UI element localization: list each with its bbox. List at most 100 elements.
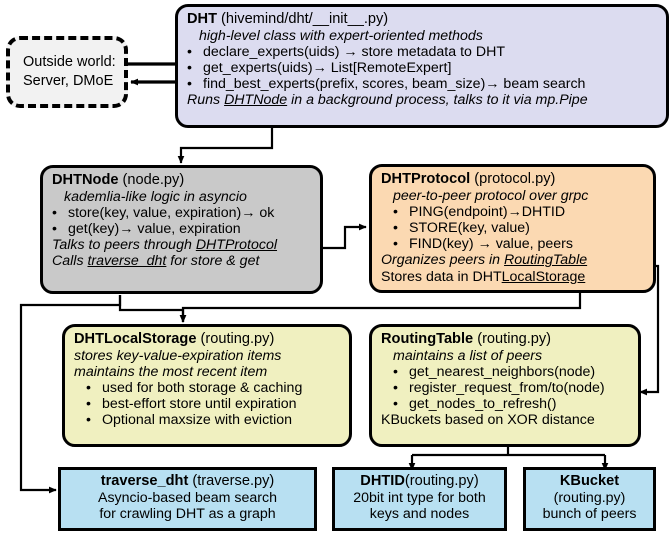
- bullet-dot-icon: •: [393, 236, 398, 253]
- dht-footer: Runs DHTNode in a background process, ta…: [187, 92, 659, 108]
- dhtprotocol-footer1-link-routingtable[interactable]: RoutingTable: [504, 252, 588, 269]
- routingtable-bullet-2-text: get_nodes_to_refresh(): [409, 396, 557, 413]
- dht-title-name: DHT: [187, 11, 217, 27]
- traverse-dht-title-file: (traverse.py): [188, 473, 275, 489]
- dhtlocalstorage-bullet-1: • best-effort store until expiration: [74, 396, 342, 412]
- dht-title-file: (hivemind/dht/__init__.py): [217, 11, 389, 27]
- dhtlocalstorage-subtitle2: maintains the most recent item: [74, 363, 268, 380]
- dhtlocalstorage-bullet-2-text: Optional maxsize with eviction: [102, 412, 293, 429]
- kbucket-line2: (routing.py): [553, 489, 626, 506]
- dhtnode-title: DHTNode (node.py): [52, 172, 313, 189]
- dhtnode-bullet-1-text: get(key)→ value, expiration: [68, 221, 241, 237]
- routingtable-title-file: (routing.py): [473, 331, 552, 347]
- node-dhtnode[interactable]: DHTNode (node.py) kademlia-like logic in…: [40, 165, 323, 294]
- routingtable-bullet-0: • get_nearest_neighbors(node): [381, 364, 631, 380]
- dhtprotocol-footer2-pre: Stores data in DHT: [381, 268, 502, 285]
- dhtlocalstorage-bullet-2: • Optional maxsize with eviction: [74, 412, 342, 428]
- dhtid-title-name: DHTID: [360, 473, 405, 489]
- routingtable-title: RoutingTable (routing.py): [381, 331, 631, 348]
- dht-footer-post: in a background process, talks to it via…: [287, 92, 588, 109]
- dhtnode-footer2-post: for store & get: [166, 253, 260, 270]
- traverse-dht-line2: Asyncio-based beam search: [97, 489, 277, 506]
- dhtnode-title-file: (node.py): [118, 172, 185, 188]
- dht-subtitle: high-level class with expert-oriented me…: [199, 27, 483, 44]
- dhtnode-footer1-link-dhtprotocol[interactable]: DHTProtocol: [195, 237, 278, 254]
- bullet-dot-icon: •: [187, 60, 192, 76]
- dhtid-line2: 20bit int type for both: [353, 489, 486, 506]
- edge-dhtnode-to-dhtlocalstorage: [118, 295, 187, 323]
- dhtnode-bullet-1: • get(key)→ value, expiration: [52, 221, 313, 237]
- node-dhtlocalstorage[interactable]: DHTLocalStorage (routing.py) stores key-…: [62, 324, 352, 447]
- dhtnode-footer2-pre: Calls: [52, 253, 88, 270]
- routingtable-subtitle: maintains a list of peers: [393, 347, 543, 364]
- dht-footer-pre: Runs: [187, 92, 225, 109]
- node-routingtable[interactable]: RoutingTable (routing.py) maintains a li…: [369, 324, 641, 447]
- dht-bullet-1-text: get_experts(uids)→ List[RemoteExpert]: [203, 60, 452, 76]
- edge-dht-to-dhtnode: [177, 127, 274, 164]
- traverse-dht-title: traverse_dht (traverse.py): [65, 473, 310, 490]
- routingtable-bullet-2: • get_nodes_to_refresh(): [381, 396, 631, 412]
- routingtable-title-name: RoutingTable: [381, 331, 474, 347]
- dhtprotocol-footer2: Stores data in DHTLocalStorage: [381, 269, 646, 285]
- bullet-dot-icon: •: [86, 380, 91, 396]
- dhtprotocol-footer2-link-localstorage[interactable]: LocalStorage: [501, 268, 586, 285]
- edge-dhtnode-to-dhtprotocol: [320, 223, 367, 250]
- dhtprotocol-bullet-1: • STORE(key, value): [381, 220, 646, 236]
- dhtprotocol-bullet-0-text: PING(endpoint)→DHTID: [409, 203, 566, 220]
- dhtnode-title-name: DHTNode: [52, 172, 119, 188]
- kbucket-title: KBucket: [559, 473, 620, 489]
- dhtnode-bullet-0-text: store(key, value, expiration)→ ok: [68, 204, 275, 221]
- dhtprotocol-title-file: (protocol.py): [470, 171, 556, 187]
- dhtprotocol-title: DHTProtocol (protocol.py): [381, 171, 646, 188]
- bullet-dot-icon: •: [393, 203, 398, 220]
- dhtprotocol-subtitle: peer-to-peer protocol over grpc: [393, 187, 589, 204]
- dhtid-line3: keys and nodes: [369, 505, 470, 522]
- bullet-dot-icon: •: [187, 43, 192, 60]
- dhtid-title-file: (routing.py): [404, 473, 479, 489]
- node-outside-world[interactable]: Outside world: Server, DMoE: [6, 36, 128, 108]
- dhtid-title: DHTID(routing.py): [338, 473, 501, 490]
- dhtnode-subtitle: kademlia-like logic in asyncio: [64, 188, 247, 205]
- dht-footer-link-dhtnode[interactable]: DHTNode: [224, 92, 288, 109]
- dhtnode-bullet-0: • store(key, value, expiration)→ ok: [52, 205, 313, 221]
- dhtlocalstorage-bullet-1-text: best-effort store until expiration: [102, 396, 297, 413]
- outside-world-line1: Outside world:: [23, 54, 116, 71]
- dht-title: DHT (hivemind/dht/__init__.py): [187, 11, 659, 28]
- outside-world-line2: Server, DMoE: [23, 73, 114, 89]
- dhtnode-footer1-pre: Talks to peers through: [52, 237, 196, 254]
- dht-bullet-0-text: declare_experts(uids) → store metadata t…: [203, 43, 506, 60]
- bullet-dot-icon: •: [393, 220, 398, 236]
- dht-bullet-2: • find_best_experts(prefix, scores, beam…: [187, 76, 659, 92]
- traverse-dht-line3: for crawling DHT as a graph: [99, 505, 276, 522]
- dhtprotocol-bullet-1-text: STORE(key, value): [409, 220, 530, 236]
- dhtprotocol-footer1: Organizes peers in RoutingTable: [381, 252, 646, 268]
- routingtable-footer: KBuckets based on XOR distance: [381, 412, 595, 429]
- dhtprotocol-bullet-2-text: FIND(key) → value, peers: [409, 236, 573, 253]
- dht-bullet-2-text: find_best_experts(prefix, scores, beam_s…: [203, 76, 586, 93]
- dhtprotocol-bullet-2: • FIND(key) → value, peers: [381, 236, 646, 252]
- dhtprotocol-footer1-pre: Organizes peers in: [381, 252, 505, 269]
- dhtnode-footer2: Calls traverse_dht for store & get: [52, 253, 313, 269]
- routingtable-bullet-1-text: register_request_from/to(node): [409, 380, 605, 396]
- dhtlocalstorage-title: DHTLocalStorage (routing.py): [74, 331, 342, 348]
- dhtnode-footer2-link-traverse-dht[interactable]: traverse_dht: [87, 253, 167, 270]
- edge-dhtprotocol-to-dhtlocalstorage: [179, 290, 582, 323]
- node-dht[interactable]: DHT (hivemind/dht/__init__.py) high-leve…: [175, 4, 669, 128]
- dhtlocalstorage-subtitle1: stores key-value-expiration items: [74, 347, 282, 364]
- node-dhtid[interactable]: DHTID(routing.py) 20bit int type for bot…: [332, 467, 507, 531]
- dht-bullet-1: • get_experts(uids)→ List[RemoteExpert]: [187, 60, 659, 76]
- routingtable-bullet-0-text: get_nearest_neighbors(node): [409, 363, 596, 380]
- node-dhtprotocol[interactable]: DHTProtocol (protocol.py) peer-to-peer p…: [369, 164, 656, 293]
- node-traverse-dht[interactable]: traverse_dht (traverse.py) Asyncio-based…: [58, 467, 317, 531]
- bullet-dot-icon: •: [86, 396, 91, 413]
- routingtable-bullet-1: • register_request_from/to(node): [381, 380, 631, 396]
- bullet-dot-icon: •: [393, 363, 398, 380]
- dht-bullet-0: • declare_experts(uids) → store metadata…: [187, 44, 659, 60]
- bullet-dot-icon: •: [187, 76, 192, 93]
- bullet-dot-icon: •: [52, 204, 57, 221]
- dhtnode-footer1: Talks to peers through DHTProtocol: [52, 237, 313, 253]
- bullet-dot-icon: •: [393, 380, 398, 396]
- node-kbucket[interactable]: KBucket (routing.py) bunch of peers: [523, 467, 656, 531]
- bullet-dot-icon: •: [393, 396, 398, 413]
